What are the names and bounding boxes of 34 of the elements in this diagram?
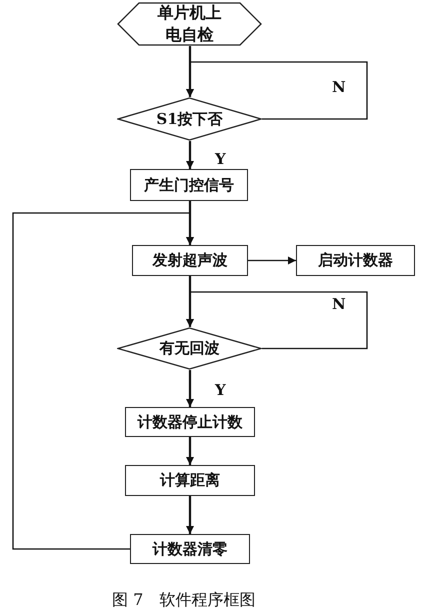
arrow [186,141,194,169]
process-box [130,169,248,201]
edge-label: Y [213,383,228,398]
node-label: 发射超声波 [152,250,228,271]
figure-caption: 图 7 软件程序框图 [112,589,256,611]
arrow [186,61,368,120]
process-box [132,245,248,276]
node-label: 计数器清零 [152,538,228,560]
decision-diamond [117,327,262,370]
arrow [186,291,368,350]
node-label: 有无回波 [160,338,220,359]
node-label: 计算距离 [160,470,220,491]
process-box [130,534,250,564]
start-hexagon [117,2,262,46]
process-box [296,245,415,276]
process-box [125,465,255,496]
process-box [125,407,255,437]
edge-label: N [330,80,348,95]
arrow [248,256,296,264]
arrow [186,46,194,97]
arrow [186,370,194,407]
arrow [186,201,194,245]
arrow [12,212,194,550]
edge-label: Y [213,152,228,167]
node-label: 产生门控信号 [144,174,234,196]
edge-label: N [330,297,348,312]
arrow [186,437,194,465]
node-label: 启动计数器 [318,250,393,271]
decision-diamond [117,97,262,141]
node-label: S1按下否 [156,108,223,130]
node-label: 单片机上电自检 [156,2,222,46]
arrow [186,276,194,327]
node-label: 计数器停止计数 [138,412,242,432]
arrow [186,496,194,534]
